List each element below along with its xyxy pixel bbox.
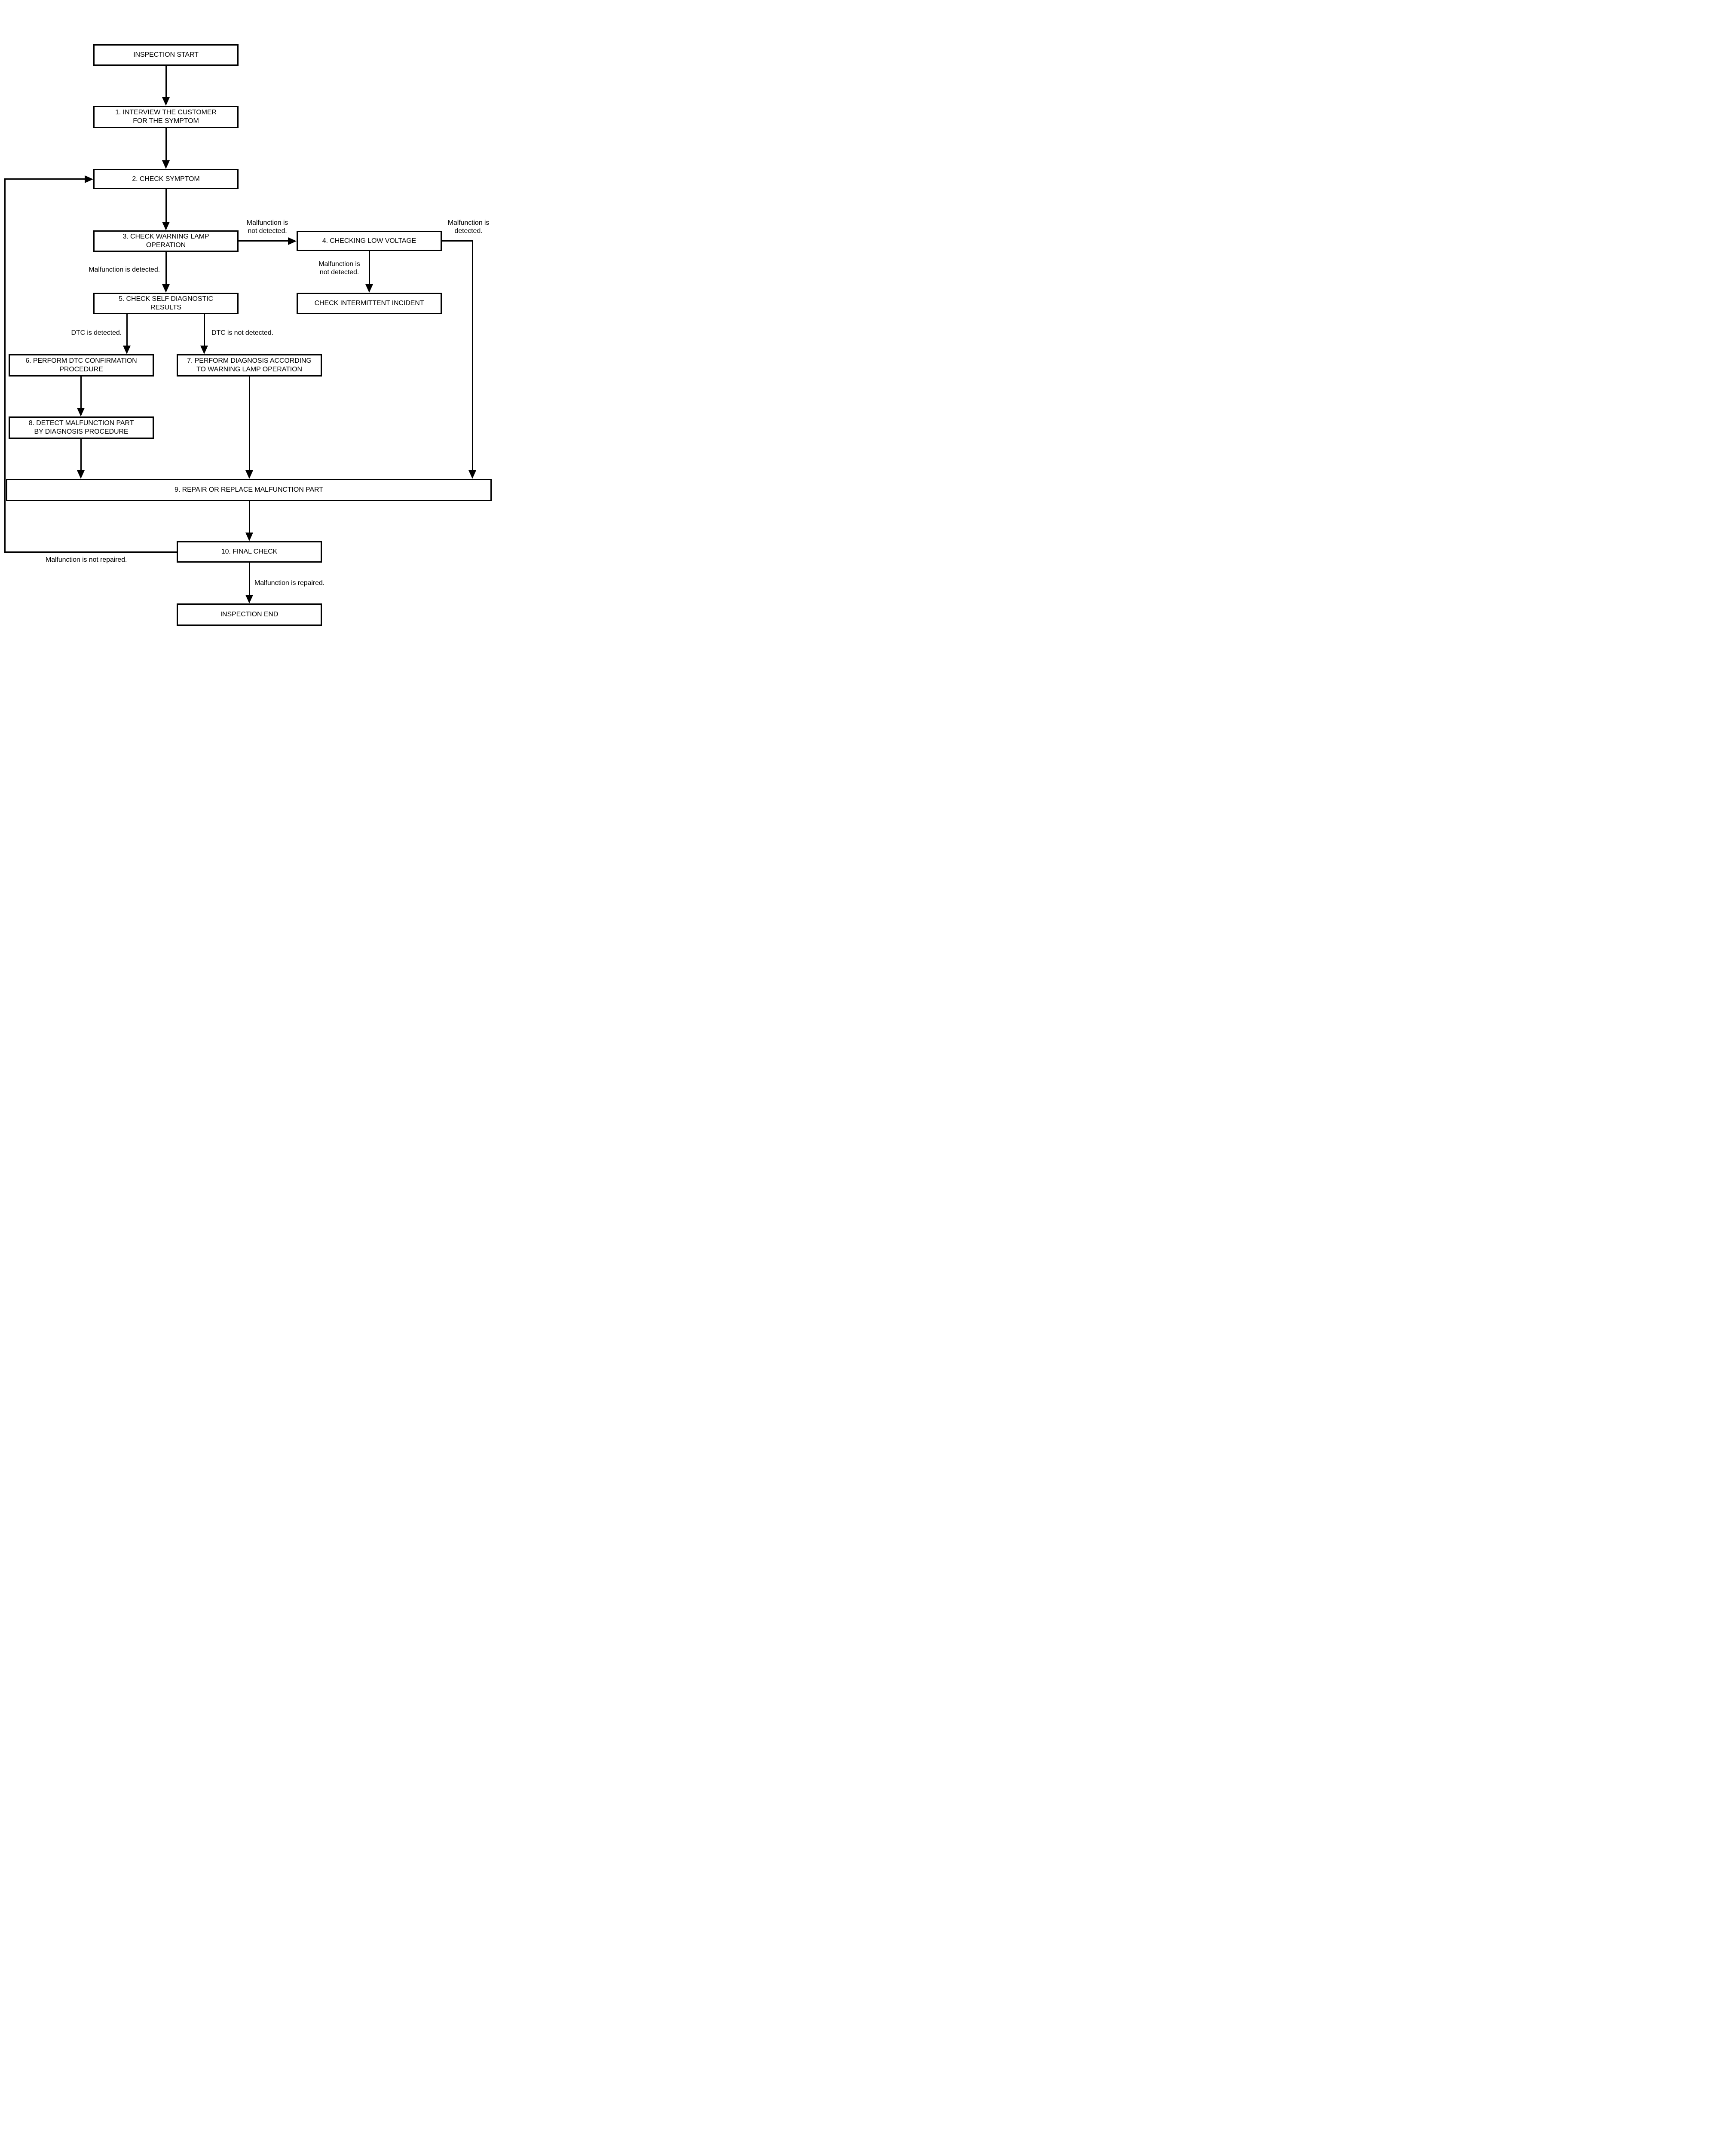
edge-label-malfunction-not-repaired: Malfunction is not repaired. [46, 556, 127, 563]
node-step6-dtc-confirmation: 6. PERFORM DTC CONFIRMATION PROCEDURE [9, 354, 154, 377]
edge-step3-step5-arrow [162, 284, 170, 293]
edge-label-malfunction-not-detected-4-check: Malfunction is not detected. [318, 260, 360, 276]
edge-step10-step2-arrow [85, 175, 93, 183]
edge-step10-step2-bottom-hline [4, 551, 177, 553]
edge-step3-step4-line [239, 240, 288, 242]
edge-step5-step7-arrow [200, 346, 208, 354]
edge-step10-step2-vline [4, 178, 6, 553]
edge-step7-step9-arrow [245, 470, 253, 479]
edge-step8-step9-line [80, 439, 82, 471]
edge-label-malfunction-detected-3-5: Malfunction is detected. [89, 266, 160, 273]
edge-step6-step8-line [80, 377, 82, 409]
edge-step7-step9-line [248, 377, 250, 471]
node-step7-diagnosis-by-warning-lamp: 7. PERFORM DIAGNOSIS ACCORDING TO WARNIN… [177, 354, 322, 377]
node-inspection-start: INSPECTION START [93, 44, 239, 66]
edge-step4-intermittent-arrow [365, 284, 373, 293]
edge-step4-step9-hline [442, 240, 473, 242]
edge-label-malfunction-detected-4-9: Malfunction is detected. [447, 219, 490, 235]
edge-step10-step2-top-hline [4, 178, 85, 180]
edge-label-dtc-not-detected: DTC is not detected. [211, 329, 273, 337]
node-inspection-end: INSPECTION END [177, 603, 322, 626]
edge-start-step1-arrow [162, 97, 170, 106]
node-step3-check-warning-lamp: 3. CHECK WARNING LAMP OPERATION [93, 230, 239, 252]
node-step9-repair-or-replace: 9. REPAIR OR REPLACE MALFUNCTION PART [6, 479, 492, 501]
edge-step9-step10-arrow [245, 533, 253, 541]
edge-step10-end-arrow [245, 595, 253, 603]
node-step4-checking-low-voltage: 4. CHECKING LOW VOLTAGE [297, 231, 442, 251]
edge-step3-step4-arrow [288, 237, 297, 245]
edge-step5-step7-line [203, 314, 205, 346]
edge-step4-step9-vline [472, 240, 473, 471]
edge-step10-end-line [248, 563, 250, 596]
edge-step4-step9-arrow [468, 470, 476, 479]
node-step10-final-check: 10. FINAL CHECK [177, 541, 322, 563]
edge-label-malfunction-not-detected-3-4: Malfunction is not detected. [246, 219, 288, 235]
node-check-intermittent-incident: CHECK INTERMITTENT INCIDENT [297, 293, 442, 314]
edge-label-dtc-detected: DTC is detected. [71, 329, 122, 337]
edge-step4-intermittent-line [368, 251, 370, 285]
node-step1-interview-customer: 1. INTERVIEW THE CUSTOMER FOR THE SYMPTO… [93, 106, 239, 128]
edge-start-step1-line [165, 66, 167, 98]
edge-step9-step10-line [248, 501, 250, 533]
edge-step2-step3-line [165, 189, 167, 223]
node-step5-check-self-diagnostic: 5. CHECK SELF DIAGNOSTIC RESULTS [93, 293, 239, 314]
edge-step2-step3-arrow [162, 222, 170, 230]
edge-step6-step8-arrow [77, 408, 85, 416]
edge-step1-step2-line [165, 128, 167, 161]
node-step8-detect-malfunction-part: 8. DETECT MALFUNCTION PART BY DIAGNOSIS … [9, 416, 154, 439]
edge-step8-step9-arrow [77, 470, 85, 479]
edge-step1-step2-arrow [162, 160, 170, 169]
edge-step5-step6-line [126, 314, 128, 346]
flowchart-canvas: INSPECTION START 1. INTERVIEW THE CUSTOM… [0, 0, 496, 673]
edge-step5-step6-arrow [123, 346, 131, 354]
edge-step3-step5-line [165, 252, 167, 285]
node-step2-check-symptom: 2. CHECK SYMPTOM [93, 169, 239, 189]
edge-label-malfunction-repaired: Malfunction is repaired. [254, 579, 325, 587]
